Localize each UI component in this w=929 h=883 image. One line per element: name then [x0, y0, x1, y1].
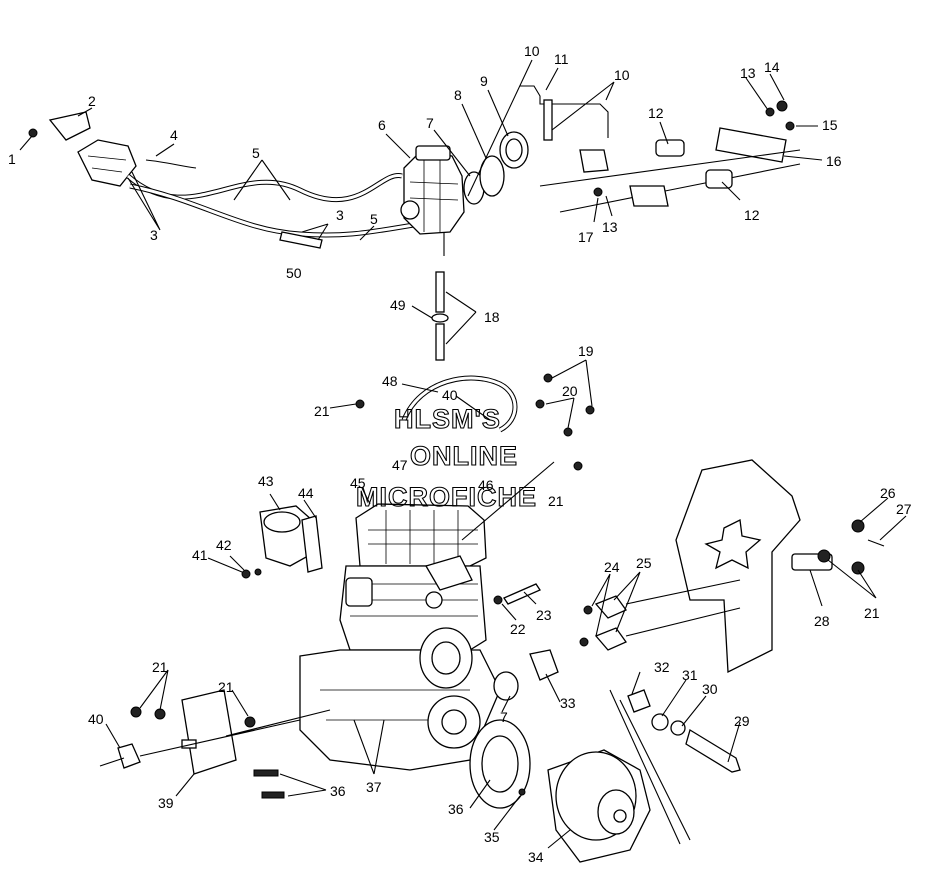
leader-lines [19, 59, 907, 849]
callout-40: 40 [88, 711, 104, 727]
callout-21: 21 [152, 659, 168, 675]
watermark-line-3: MICROFICHE [356, 482, 537, 512]
callout-22: 22 [510, 621, 526, 637]
engine-block-part [299, 503, 501, 771]
callout-34: 34 [528, 849, 544, 865]
front-mount-bracket-part [99, 689, 331, 799]
callout-12: 12 [744, 207, 760, 223]
callout-31: 31 [682, 667, 698, 683]
callout-11: 11 [554, 51, 569, 67]
callout-20: 20 [562, 383, 578, 399]
callout-33: 33 [560, 695, 576, 711]
callout-44: 44 [298, 485, 314, 501]
callout-29: 29 [734, 713, 750, 729]
callout-18: 18 [484, 309, 500, 325]
callout-41: 41 [192, 547, 208, 563]
callout-24: 24 [604, 559, 620, 575]
callout-21: 21 [548, 493, 564, 509]
callout-3: 3 [336, 207, 344, 223]
callout-23: 23 [536, 607, 552, 623]
intake-boot-parts [463, 85, 609, 205]
callout-48: 48 [382, 373, 398, 389]
callout-35: 35 [484, 829, 500, 845]
callout-19: 19 [578, 343, 594, 359]
callout-43: 43 [258, 473, 274, 489]
throttle-cable-assembly [28, 111, 421, 249]
callout-27: 27 [896, 501, 912, 517]
fuel-line-part [431, 271, 449, 361]
callout-7: 7 [426, 115, 434, 131]
callout-50: 50 [286, 265, 302, 281]
callout-6: 6 [378, 117, 386, 133]
callout-7: 7 [500, 709, 508, 725]
callout-47: 47 [392, 457, 408, 473]
callout-37: 37 [366, 779, 382, 795]
callout-16: 16 [826, 153, 842, 169]
callout-13: 13 [602, 219, 618, 235]
callout-30: 30 [702, 681, 718, 697]
screw-1-part [28, 128, 38, 138]
carburetor-part [400, 145, 465, 256]
callout-8: 8 [454, 87, 462, 103]
breather-hose-part [355, 373, 595, 471]
callout-28: 28 [814, 613, 830, 629]
callout-3: 3 [150, 227, 158, 243]
watermark-line-1: HLSM'S [394, 404, 501, 434]
callout-32: 32 [654, 659, 670, 675]
callout-40: 40 [442, 387, 458, 403]
callout-5: 5 [370, 211, 378, 227]
callout-9: 9 [480, 73, 488, 89]
watermark-line-2: ONLINE [410, 441, 518, 471]
callout-15: 15 [822, 117, 838, 133]
drive-clutch-parts [469, 649, 741, 863]
callout-13: 13 [740, 65, 756, 81]
callout-labels: 1 2 3 3 4 5 5 6 7 7 8 9 10 10 11 12 12 1… [8, 43, 912, 865]
callout-49: 49 [390, 297, 406, 313]
callout-42: 42 [216, 537, 232, 553]
engine-mount-bracket-upper [539, 100, 801, 213]
callout-5: 5 [252, 145, 260, 161]
thermostat-housing-part [241, 505, 323, 579]
callout-21: 21 [864, 605, 880, 621]
callout-4: 4 [170, 127, 178, 143]
watermark: HLSM'S ONLINE MICROFICHE [355, 403, 537, 512]
callout-10: 10 [524, 43, 540, 59]
callout-45: 45 [350, 475, 366, 491]
callout-21: 21 [218, 679, 234, 695]
callout-25: 25 [636, 555, 652, 571]
callout-46: 46 [478, 477, 494, 493]
callout-2: 2 [88, 93, 96, 109]
callout-36: 36 [330, 783, 346, 799]
callout-39: 39 [158, 795, 174, 811]
callout-12: 12 [648, 105, 664, 121]
callout-26: 26 [880, 485, 896, 501]
callout-10: 10 [614, 67, 630, 83]
callout-21: 21 [314, 403, 330, 419]
callout-14: 14 [764, 59, 780, 75]
callout-36: 36 [448, 801, 464, 817]
callout-17: 17 [578, 229, 594, 245]
callout-1: 1 [8, 151, 16, 167]
rear-mount-bracket-part [493, 459, 885, 674]
